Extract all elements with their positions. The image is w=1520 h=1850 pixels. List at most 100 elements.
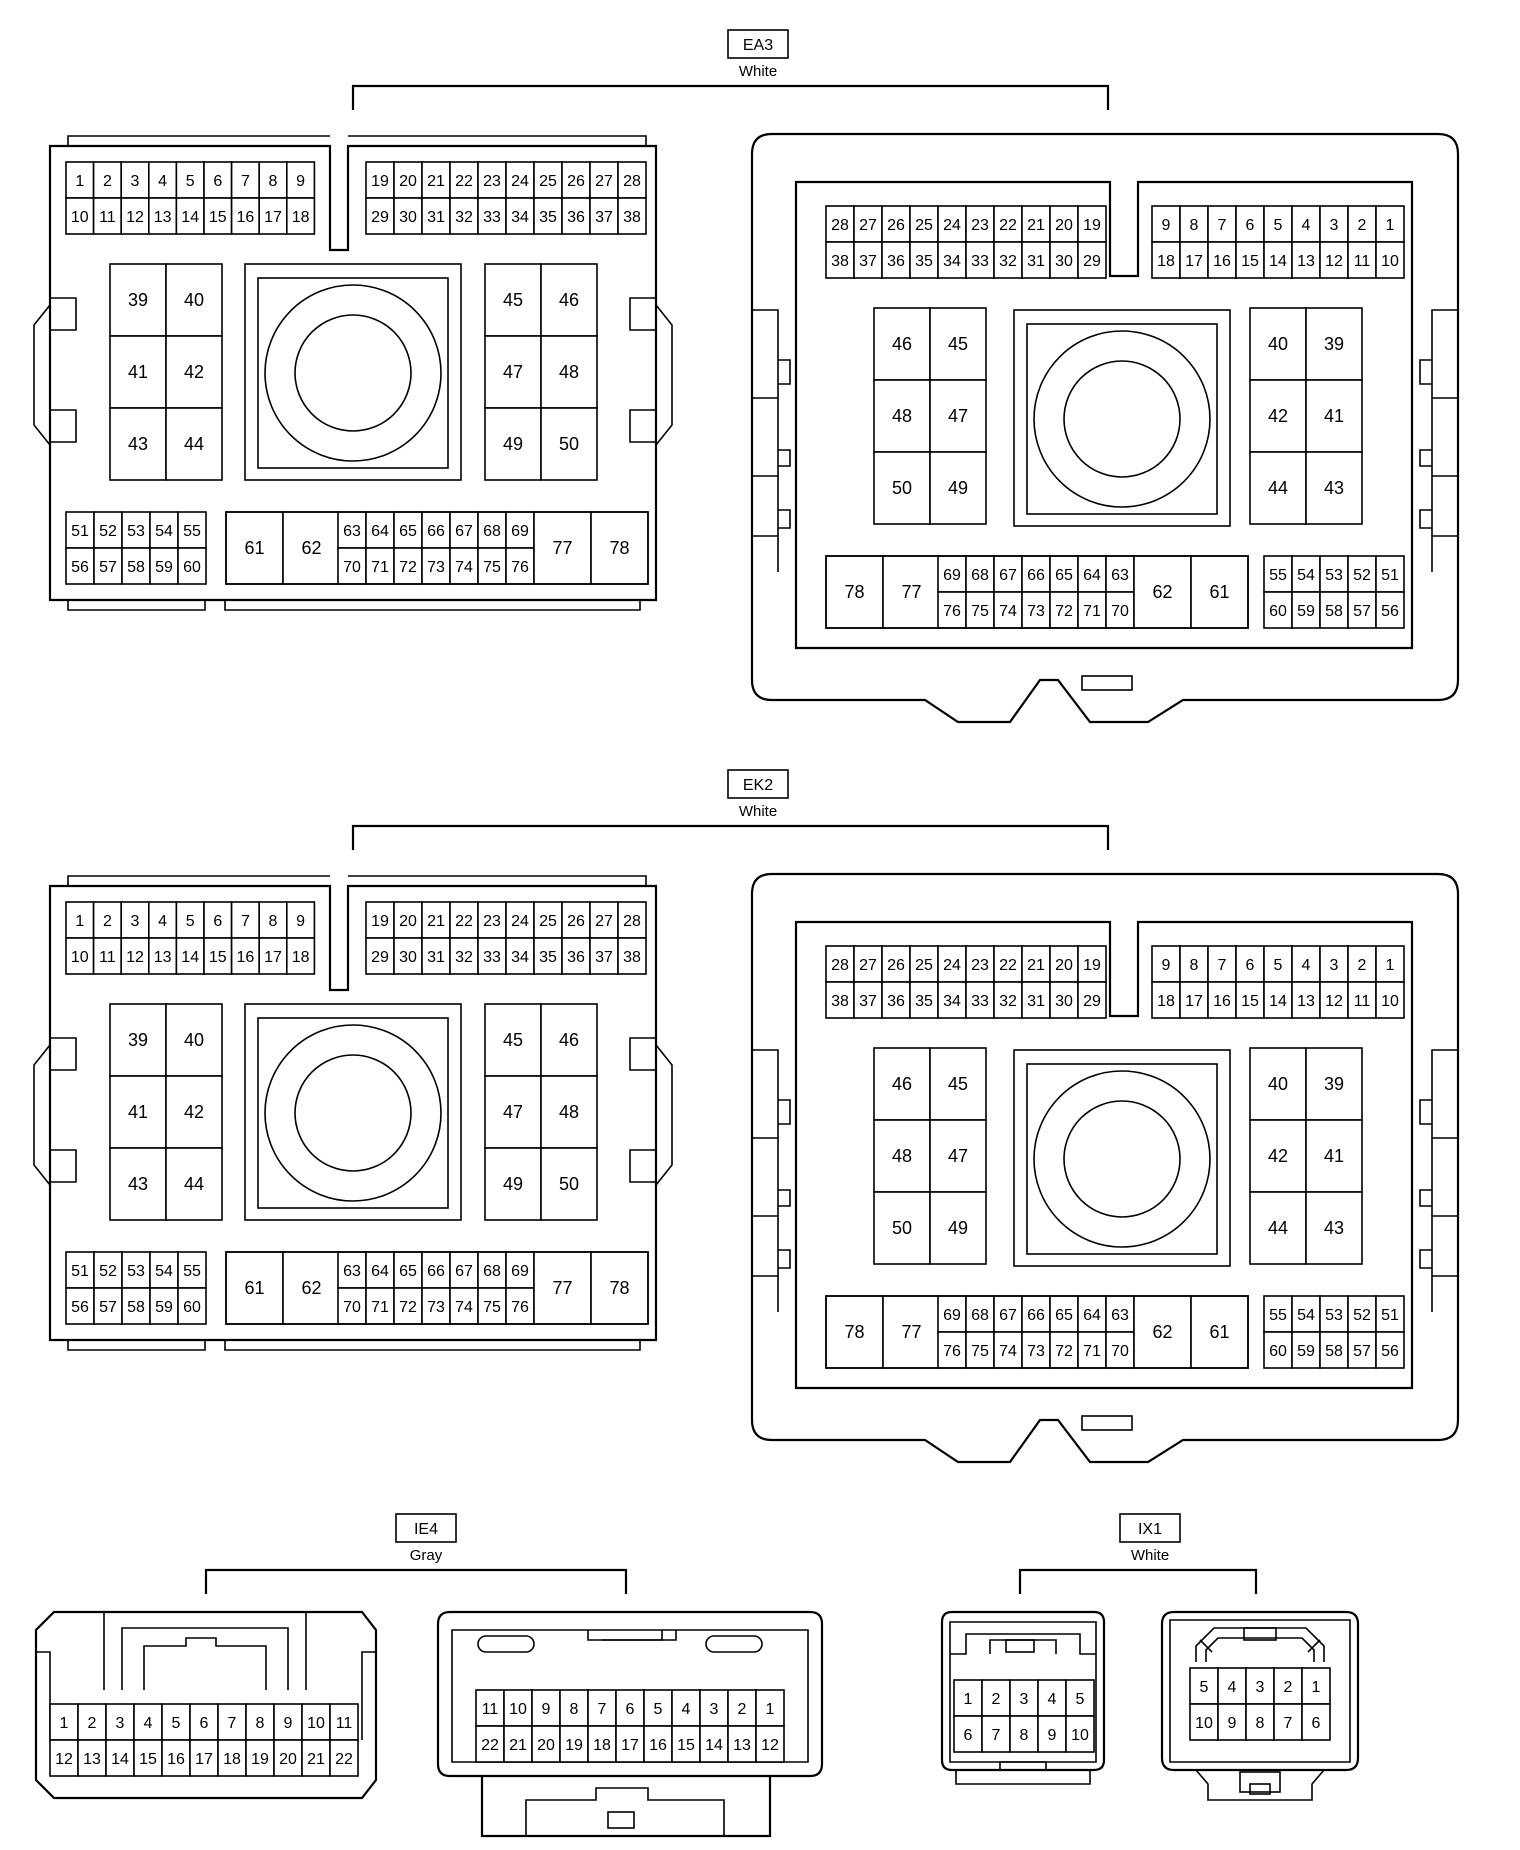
pin-67: 67 — [993, 1295, 1023, 1333]
connector-code: EA3 — [743, 37, 773, 54]
pin-13: 13 — [1291, 981, 1321, 1019]
svg-text:69: 69 — [943, 567, 961, 584]
svg-text:19: 19 — [565, 1737, 583, 1754]
pin-40: 40 — [165, 1003, 223, 1077]
pin-48: 48 — [540, 335, 598, 409]
svg-text:25: 25 — [915, 217, 933, 234]
pin-51: 51 — [1375, 1295, 1405, 1333]
svg-text:39: 39 — [128, 1030, 148, 1050]
svg-text:6: 6 — [964, 1727, 973, 1744]
pin-50: 50 — [540, 407, 598, 481]
pin-9: 9 — [1151, 945, 1181, 983]
pin-35: 35 — [909, 981, 939, 1019]
pin-10: 10 — [503, 1689, 533, 1727]
svg-text:68: 68 — [971, 567, 989, 584]
pin-28: 28 — [825, 945, 855, 983]
svg-text:18: 18 — [292, 209, 310, 226]
svg-text:4: 4 — [158, 913, 167, 930]
pin-9: 9 — [273, 1703, 303, 1741]
pin-25: 25 — [909, 205, 939, 243]
svg-text:63: 63 — [1111, 567, 1129, 584]
pin-75: 75 — [965, 1331, 995, 1369]
pin-39: 39 — [1305, 1047, 1363, 1121]
pin-13: 13 — [77, 1739, 107, 1777]
ie4-female-housing — [436, 1610, 824, 1838]
pin-60: 60 — [1263, 591, 1293, 629]
pin-18: 18 — [587, 1725, 617, 1763]
svg-text:62: 62 — [1152, 1322, 1172, 1342]
svg-text:23: 23 — [971, 957, 989, 974]
pin-31: 31 — [421, 937, 451, 975]
svg-text:21: 21 — [1027, 957, 1045, 974]
svg-text:58: 58 — [1325, 1343, 1343, 1360]
pin-76: 76 — [505, 547, 535, 585]
svg-text:9: 9 — [296, 173, 305, 190]
svg-text:10: 10 — [71, 949, 89, 966]
svg-text:25: 25 — [915, 957, 933, 974]
svg-text:8: 8 — [1256, 1715, 1265, 1732]
pin-24: 24 — [505, 901, 535, 939]
pin-18: 18 — [285, 937, 316, 975]
svg-text:66: 66 — [427, 1263, 445, 1280]
pin-15: 15 — [203, 937, 233, 975]
svg-text:5: 5 — [186, 913, 195, 930]
pin-19: 19 — [365, 161, 395, 199]
pin-37: 37 — [853, 981, 883, 1019]
svg-text:26: 26 — [887, 957, 905, 974]
pin-20: 20 — [1049, 205, 1079, 243]
svg-text:44: 44 — [184, 434, 204, 454]
connector-code: EK2 — [743, 777, 773, 794]
svg-text:4: 4 — [1302, 217, 1311, 234]
pin-7: 7 — [1273, 1703, 1303, 1741]
pin-58: 58 — [121, 547, 151, 585]
svg-text:21: 21 — [427, 173, 445, 190]
pin-32: 32 — [449, 937, 479, 975]
svg-text:50: 50 — [892, 478, 912, 498]
pin-4: 4 — [1291, 205, 1321, 243]
pin-30: 30 — [393, 197, 423, 235]
svg-text:5: 5 — [1274, 217, 1283, 234]
svg-text:2: 2 — [1284, 1679, 1293, 1696]
svg-text:33: 33 — [971, 993, 989, 1010]
svg-text:68: 68 — [971, 1307, 989, 1324]
svg-text:65: 65 — [399, 523, 417, 540]
pin-66: 66 — [1021, 555, 1051, 593]
svg-text:67: 67 — [999, 1307, 1017, 1324]
pin-12: 12 — [755, 1725, 785, 1763]
svg-text:26: 26 — [567, 913, 585, 930]
pin-25: 25 — [909, 945, 939, 983]
pin-35: 35 — [909, 241, 939, 279]
svg-text:33: 33 — [483, 209, 501, 226]
pin-36: 36 — [881, 981, 911, 1019]
svg-text:21: 21 — [1027, 217, 1045, 234]
svg-text:20: 20 — [537, 1737, 555, 1754]
svg-text:21: 21 — [427, 913, 445, 930]
svg-text:28: 28 — [831, 957, 849, 974]
pin-45: 45 — [484, 1003, 542, 1077]
pin-10: 10 — [301, 1703, 331, 1741]
svg-text:34: 34 — [943, 993, 961, 1010]
svg-text:39: 39 — [128, 290, 148, 310]
pin-5: 5 — [175, 901, 205, 939]
pin-65: 65 — [393, 1251, 423, 1289]
svg-text:67: 67 — [455, 1263, 473, 1280]
pin-22: 22 — [329, 1739, 359, 1777]
svg-text:27: 27 — [859, 957, 877, 974]
svg-text:61: 61 — [244, 1278, 264, 1298]
svg-text:43: 43 — [1324, 478, 1344, 498]
svg-text:29: 29 — [1083, 993, 1101, 1010]
svg-text:13: 13 — [733, 1737, 751, 1754]
svg-text:30: 30 — [399, 949, 417, 966]
pin-17: 17 — [1179, 241, 1209, 279]
svg-text:7: 7 — [1284, 1715, 1293, 1732]
svg-text:15: 15 — [1241, 993, 1259, 1010]
svg-text:36: 36 — [567, 209, 585, 226]
svg-text:4: 4 — [1048, 1691, 1057, 1708]
svg-text:44: 44 — [1268, 478, 1288, 498]
pin-56: 56 — [1375, 1331, 1405, 1369]
pin-40: 40 — [1249, 1047, 1307, 1121]
svg-text:19: 19 — [251, 1751, 269, 1768]
svg-text:20: 20 — [1055, 957, 1073, 974]
pin-35: 35 — [533, 937, 563, 975]
svg-text:66: 66 — [1027, 567, 1045, 584]
